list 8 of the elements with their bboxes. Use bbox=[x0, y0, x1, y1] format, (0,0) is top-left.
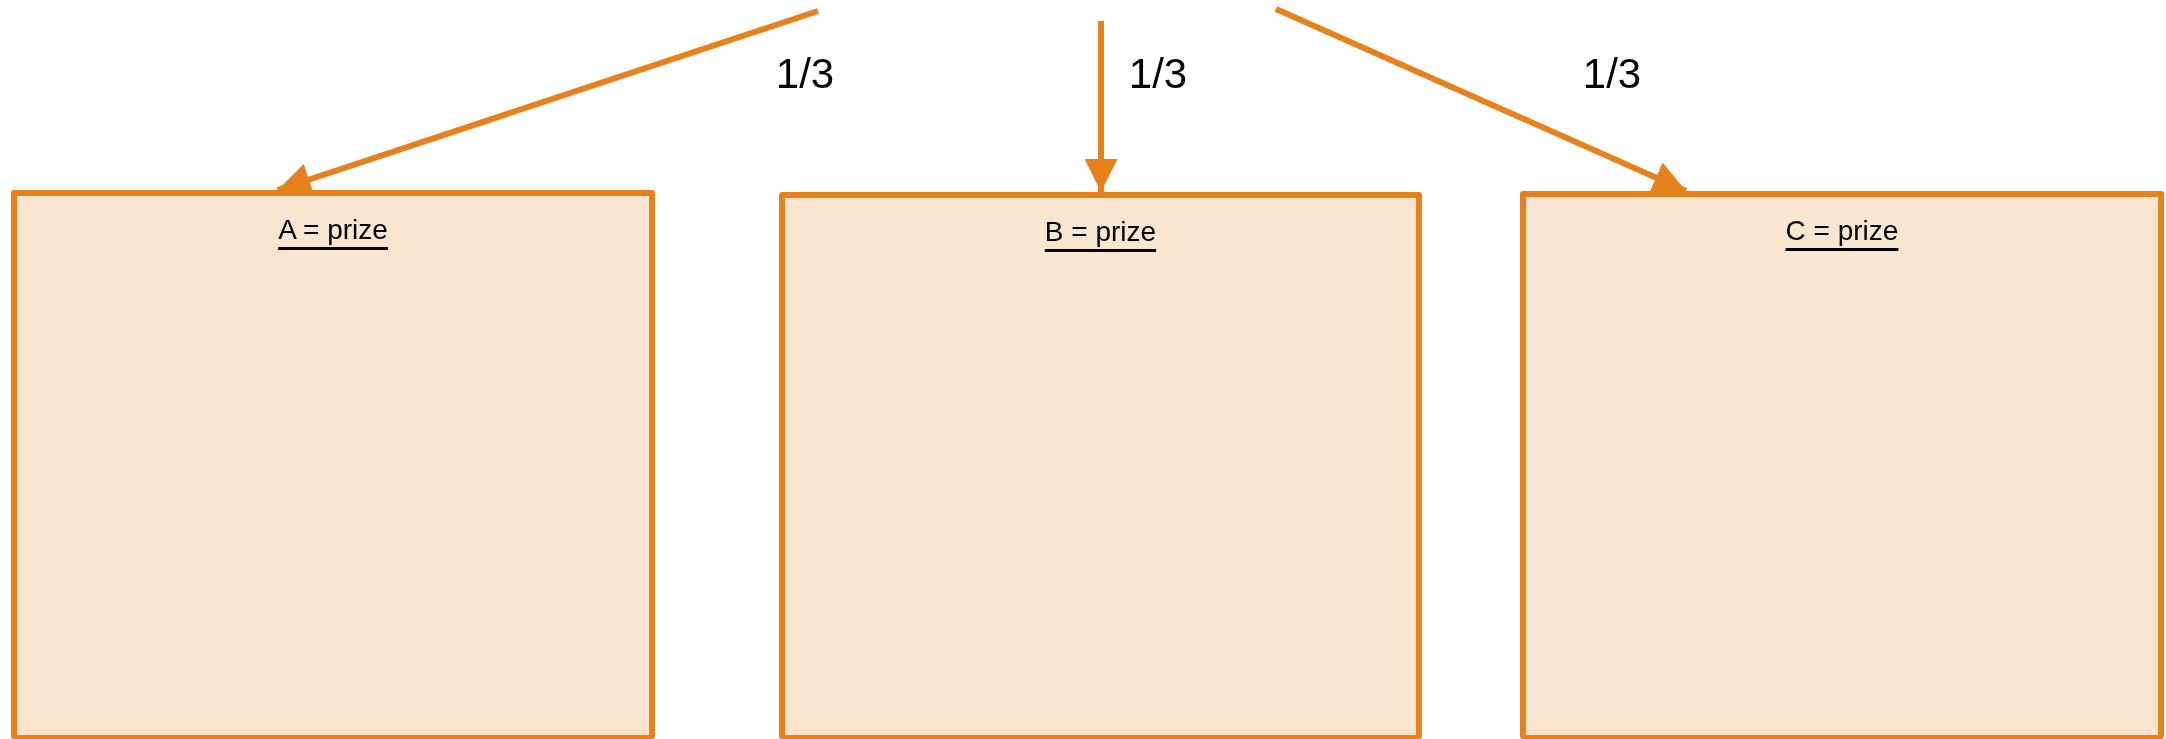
prize-box bbox=[1520, 191, 2164, 739]
box-label: B = prize bbox=[1044, 216, 1157, 248]
arrow bbox=[1084, 21, 1118, 192]
box-label: C = prize bbox=[1785, 215, 1899, 247]
arrow bbox=[1274, 6, 1688, 194]
box-label: A = prize bbox=[278, 214, 388, 246]
prize-box bbox=[11, 190, 655, 739]
prize-box bbox=[779, 192, 1422, 739]
